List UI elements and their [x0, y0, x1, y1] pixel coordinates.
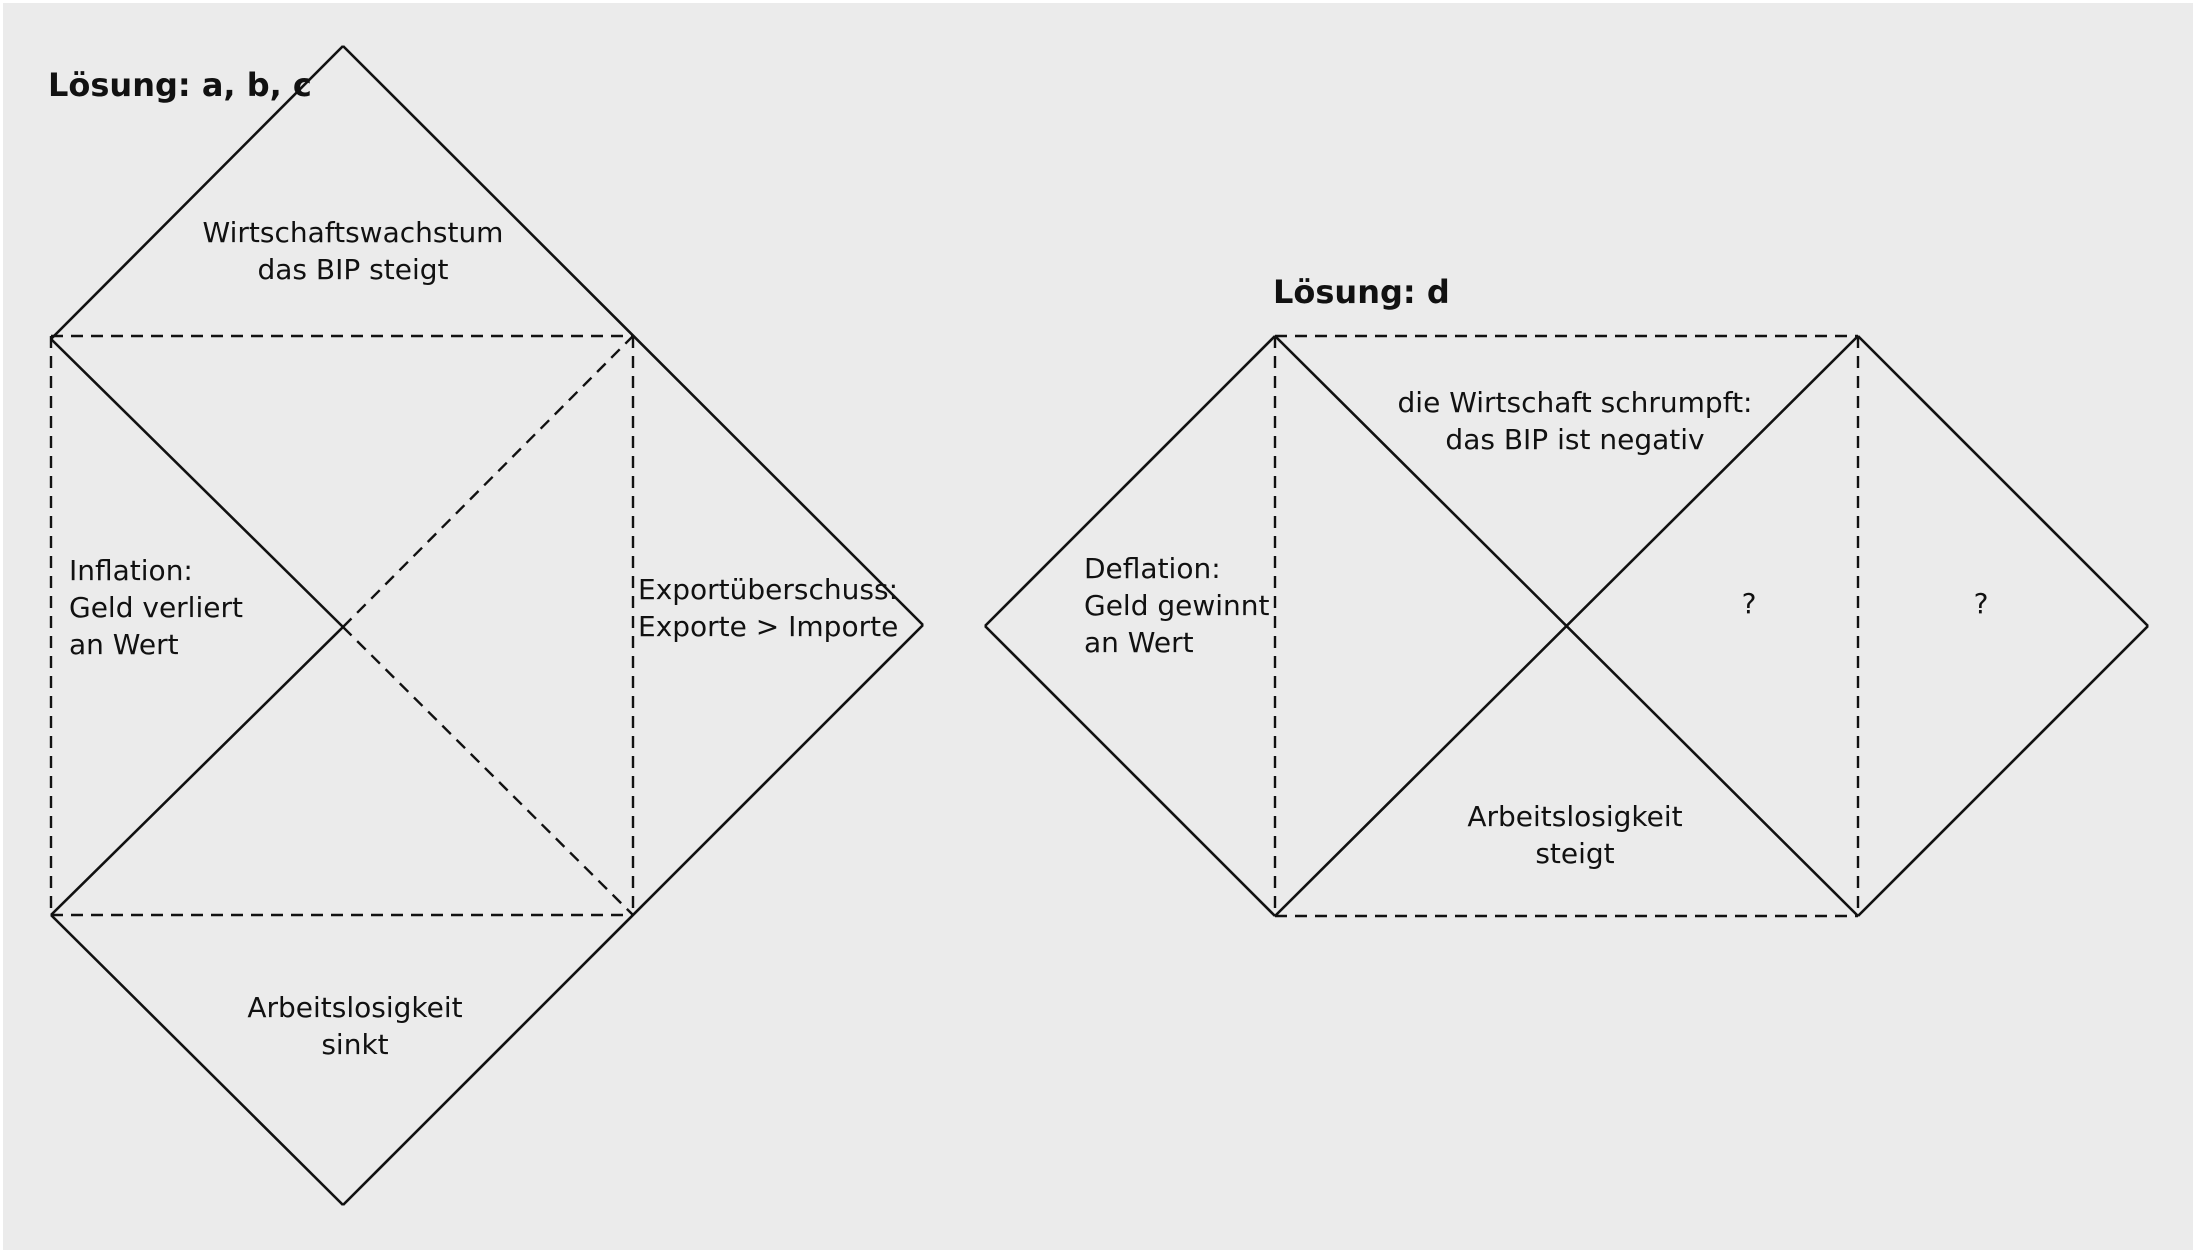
left-diagram-title: Lösung: a, b, c [48, 66, 312, 104]
right-solid-edge [984, 625, 1276, 917]
right-solid-edge [984, 335, 1276, 627]
left-solid-edge [50, 626, 344, 916]
left-solid-edge [50, 914, 344, 1206]
left-left-label-line2: Geld verliert [69, 591, 243, 624]
left-solid-edge [50, 338, 344, 628]
diagram-svg: Lösung: a, b, c Wirtschaftswachstum das … [48, 45, 2149, 1206]
right-left-label-line2: Geld gewinnt [1084, 589, 1270, 622]
left-dashed-diagonal [342, 626, 634, 916]
left-left-label-line3: an Wert [69, 628, 179, 661]
right-diagram: Lösung: d Deflation: Geld gewinnt an Wer… [984, 273, 2149, 918]
left-bottom-label-line2: sinkt [321, 1028, 388, 1061]
left-top-label-line2: das BIP steigt [258, 253, 449, 286]
right-far-right-question: ? [1974, 587, 1989, 620]
right-solid-edge [1274, 335, 1859, 917]
right-solid-edge [1857, 335, 2149, 627]
left-right-label-line2: Exporte > Importe [638, 610, 898, 643]
diagram-canvas: Lösung: a, b, c Wirtschaftswachstum das … [3, 3, 2193, 1250]
right-bottom-label-line1: Arbeitslosigkeit [1467, 800, 1682, 833]
right-mid-right-question: ? [1742, 587, 1757, 620]
right-diagram-title: Lösung: d [1273, 273, 1450, 311]
left-bottom-label-line1: Arbeitslosigkeit [247, 991, 462, 1024]
right-top-label-line1: die Wirtschaft schrumpft: [1398, 386, 1753, 419]
left-diagram: Lösung: a, b, c Wirtschaftswachstum das … [48, 45, 924, 1206]
right-left-label-line3: an Wert [1084, 626, 1194, 659]
right-solid-edge [1857, 625, 2149, 917]
left-left-label-line1: Inflation: [69, 554, 193, 587]
left-solid-edge [50, 45, 344, 340]
right-top-label-line2: das BIP ist negativ [1445, 423, 1704, 456]
left-right-label-line1: Exportüberschuss: [638, 573, 898, 606]
left-top-label-line1: Wirtschaftswachstum [203, 216, 504, 249]
right-left-label-line1: Deflation: [1084, 552, 1221, 585]
right-bottom-label-line2: steigt [1535, 837, 1614, 870]
left-dashed-diagonal [342, 335, 634, 628]
